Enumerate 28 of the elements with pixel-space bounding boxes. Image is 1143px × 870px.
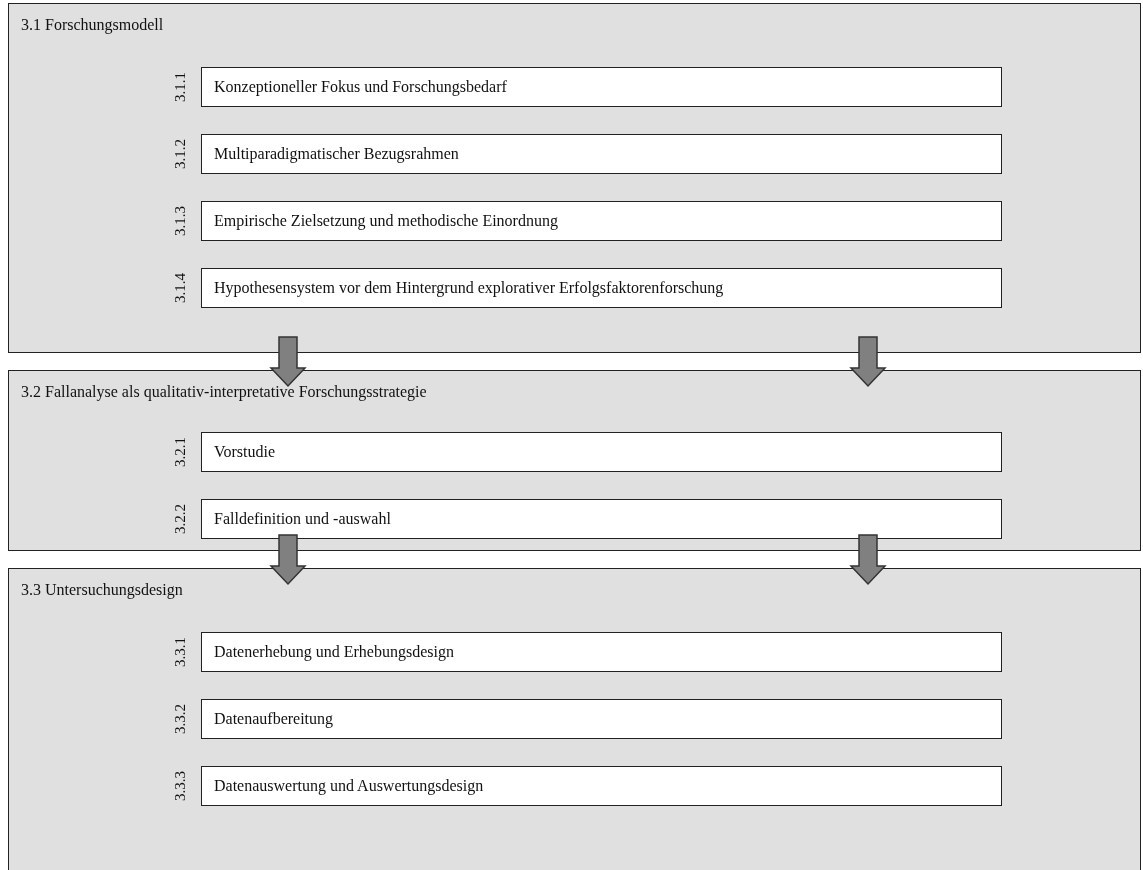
section-number: 3.1.3	[171, 206, 189, 236]
subsection-title: Falldefinition und -auswahl	[214, 510, 391, 528]
section-title: 3.2 Fallanalyse als qualitativ-interpretative Forschungsstrategie	[21, 383, 427, 401]
section-number: 3.2.1	[171, 437, 189, 467]
section-title: 3.1 Forschungsmodell	[21, 16, 164, 34]
section-number: 3.3.2	[171, 704, 189, 734]
block-arrow	[849, 534, 887, 586]
block-arrow	[269, 336, 307, 388]
subsection-title: Hypothesensystem vor dem Hintergrund explorativer Erfolgsfaktorenforschung	[214, 279, 724, 297]
section-number: 3.1.4	[171, 273, 189, 303]
section-number: 3.1.2	[171, 139, 189, 169]
block-arrow	[269, 534, 307, 586]
section-panel	[8, 3, 1141, 353]
subsection-title: Multiparadigmatischer Bezugsrahmen	[214, 145, 459, 163]
section-number: 3.1.1	[171, 72, 189, 102]
subsection-title: Datenerhebung und Erhebungsdesign	[214, 643, 454, 661]
section-panel	[8, 568, 1141, 870]
section-number: 3.2.2	[171, 504, 189, 534]
section-panel	[8, 370, 1141, 551]
subsection-title: Datenaufbereitung	[214, 710, 334, 728]
section-title: 3.3 Untersuchungsdesign	[21, 581, 183, 599]
subsection-title: Vorstudie	[214, 443, 276, 461]
subsection-title: Empirische Zielsetzung und methodische Einordnung	[214, 212, 558, 230]
block-arrow	[849, 336, 887, 388]
section-number: 3.3.3	[171, 771, 189, 801]
subsection-title: Konzeptioneller Fokus und Forschungsbedarf	[214, 78, 507, 96]
subsection-title: Datenauswertung und Auswertungsdesign	[214, 777, 484, 795]
section-number: 3.3.1	[171, 637, 189, 667]
